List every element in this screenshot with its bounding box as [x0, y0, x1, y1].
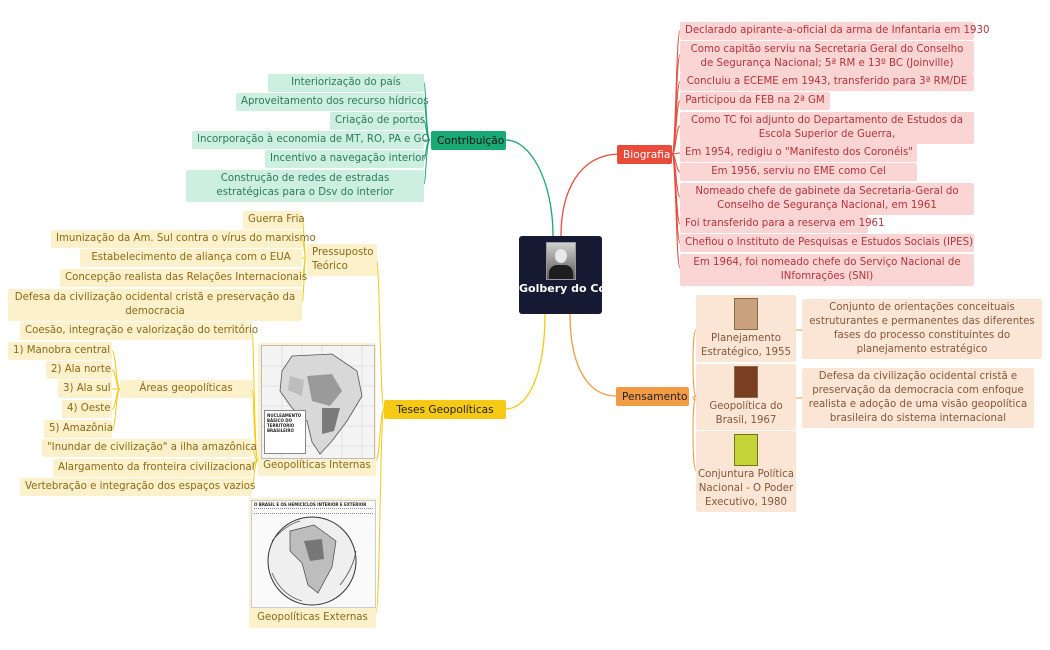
internas-item[interactable]: Vertebração e integração dos espaços vaz…: [20, 478, 255, 496]
book-cover-icon: [734, 366, 758, 398]
biografia-item[interactable]: Como TC foi adjunto do Departamento de E…: [680, 112, 974, 144]
brazil-map-image: NUCLEAMENTO BÁSICO DO TERRITÓRIO BRASILE…: [261, 345, 375, 459]
branch-contribuicao[interactable]: Contribuição: [431, 131, 506, 150]
internas-item[interactable]: "Inundar de civilização" a ilha amazônic…: [42, 439, 257, 457]
book-planejamento-estrategico[interactable]: Planejamento Estratégico, 1955: [696, 295, 796, 362]
biografia-item[interactable]: Foi transferido para a reserva em 1961: [680, 215, 885, 233]
biografia-item[interactable]: Em 1954, redigiu o "Manifesto dos Coroné…: [680, 144, 917, 162]
map-title: O BRASIL E OS HEMICÍCLOS INTERIOR E EXTE…: [254, 502, 367, 507]
contribuicao-item[interactable]: Incorporação à economia de MT, RO, PA e …: [192, 131, 430, 149]
internas-item[interactable]: Alargamento da fronteira civilizacional: [53, 459, 255, 477]
area-item[interactable]: 1) Manobra central: [8, 342, 112, 360]
branch-biografia[interactable]: Biografia: [617, 145, 672, 164]
branch-teses-geopoliticas[interactable]: Teses Geopolíticas: [384, 400, 506, 419]
contribuicao-item[interactable]: Interiorização do país: [268, 74, 424, 92]
hemicycle-map-image: O BRASIL E OS HEMICÍCLOS INTERIOR E EXTE…: [251, 500, 376, 608]
central-topic-label: Golbery do Couto e Silva: [519, 282, 672, 295]
book-description[interactable]: Defesa da civilização ocidental cristã e…: [802, 368, 1034, 428]
map-caption-box: NUCLEAMENTO BÁSICO DO TERRITÓRIO BRASILE…: [264, 410, 306, 454]
pressuposto-teorico-label[interactable]: Pressuposto Teórico: [307, 244, 377, 276]
pressuposto-item[interactable]: Guerra Fria: [243, 211, 305, 229]
book-cover-icon: [734, 298, 758, 330]
portrait-photo: [546, 242, 576, 280]
geopoliticas-externas-node[interactable]: O BRASIL E OS HEMICÍCLOS INTERIOR E EXTE…: [249, 498, 376, 628]
area-item[interactable]: 4) Oeste: [62, 400, 112, 418]
pressuposto-item[interactable]: Imunização da Am. Sul contra o vírus do …: [51, 230, 316, 248]
biografia-item[interactable]: Participou da FEB na 2ª GM: [680, 92, 830, 110]
area-item[interactable]: 3) Ala sul: [58, 380, 112, 398]
book-description[interactable]: Conjunto de orientações conceituais estr…: [802, 299, 1042, 359]
pressuposto-item[interactable]: Concepção realista das Relações Internac…: [60, 269, 307, 287]
contribuicao-item[interactable]: Construção de redes de estradas estratég…: [186, 170, 424, 202]
biografia-item[interactable]: Como capitão serviu na Secretaria Geral …: [680, 41, 974, 73]
contribuicao-item[interactable]: Criação de portos: [330, 112, 425, 130]
area-item[interactable]: 5) Amazônia: [44, 420, 113, 438]
contribuicao-item[interactable]: Incentivo a navegação interior: [265, 150, 426, 168]
biografia-item[interactable]: Em 1964, foi nomeado chefe do Serviço Na…: [680, 254, 974, 286]
book-geopolitica-do-brasil[interactable]: Geopolítica do Brasil, 1967: [696, 364, 796, 430]
book-conjuntura-politica[interactable]: Conjuntura Política Nacional - O Poder E…: [696, 431, 796, 512]
branch-pensamento[interactable]: Pensamento: [616, 387, 689, 406]
geopoliticas-internas-label: Geopolíticas Internas: [263, 460, 371, 471]
book-title: Geopolítica do Brasil, 1967: [709, 401, 783, 426]
pressuposto-item[interactable]: Estabelecimento de aliança com o EUA: [80, 249, 302, 267]
contribuicao-item[interactable]: Aproveitamento dos recurso hídricos: [236, 93, 429, 111]
area-item[interactable]: 2) Ala norte: [46, 361, 112, 379]
pressuposto-item[interactable]: Defesa da civilização ocidental cristã e…: [8, 289, 302, 321]
geopoliticas-externas-label: Geopolíticas Externas: [257, 612, 368, 623]
biografia-item[interactable]: Concluiu a ECEME em 1943, transferido pa…: [680, 73, 974, 91]
biografia-item[interactable]: Declarado apirante-a-oficial da arma de …: [680, 22, 989, 40]
book-cover-icon: [734, 434, 758, 466]
coesao-item[interactable]: Coesão, integração e valorização do terr…: [20, 322, 258, 340]
areas-geopoliticas-label[interactable]: Áreas geopolíticas: [120, 380, 252, 398]
biografia-item[interactable]: Em 1956, serviu no EME como Cel: [680, 163, 917, 181]
biografia-item[interactable]: Nomeado chefe de gabinete da Secretaria-…: [680, 183, 974, 215]
book-title: Conjuntura Política Nacional - O Poder E…: [697, 469, 794, 508]
central-topic[interactable]: Golbery do Couto e Silva: [519, 236, 672, 314]
book-title: Planejamento Estratégico, 1955: [701, 333, 791, 358]
geopoliticas-internas-node[interactable]: NUCLEAMENTO BÁSICO DO TERRITÓRIO BRASILE…: [258, 343, 376, 476]
biografia-item[interactable]: Chefiou o Instituto de Pesquisas e Estud…: [680, 234, 974, 252]
